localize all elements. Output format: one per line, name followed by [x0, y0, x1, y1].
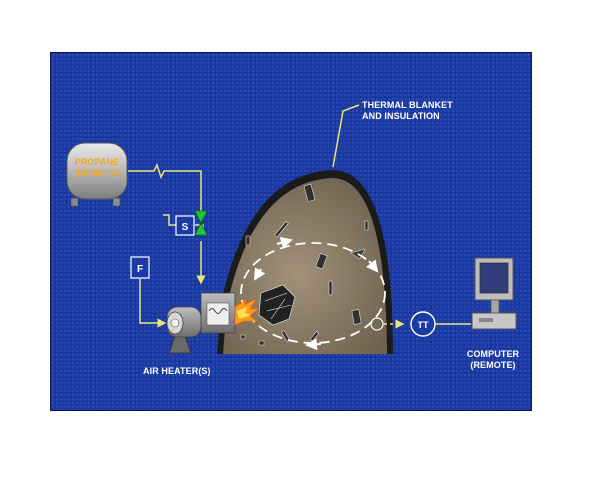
- propane-tank: [66, 142, 128, 207]
- thermal-blanket-line-1: THERMAL BLANKET: [362, 100, 453, 110]
- propane-supply-line: [128, 163, 202, 219]
- solenoid-box: [175, 215, 195, 236]
- solenoid-wire: [163, 214, 177, 226]
- debris: [240, 183, 369, 346]
- computer: [471, 257, 517, 330]
- air-heater: [166, 292, 236, 354]
- computer-label: COMPUTER (REMOTE): [463, 349, 523, 371]
- thermal-blanket-label: THERMAL BLANKET AND INSULATION: [362, 100, 453, 122]
- propane-line-2: (REMOTE): [74, 168, 120, 178]
- computer-line-2: (REMOTE): [470, 360, 516, 370]
- solenoid-label: S: [182, 222, 189, 233]
- flow-label: F: [137, 264, 143, 275]
- blanket-leader-line: [332, 104, 360, 168]
- propane-line-1: PROPANE: [74, 157, 120, 167]
- flow-box: [130, 256, 150, 279]
- temperature-sensor: [370, 317, 384, 331]
- process-diagram: S F TT: [66, 104, 517, 354]
- diagram-panel: S F TT THERMAL BLANKET AND INSULATION PR…: [50, 52, 532, 411]
- circulation-arrow-top: [276, 236, 293, 249]
- computer-line-1: COMPUTER: [466, 349, 520, 359]
- gas-valve: [194, 210, 208, 236]
- material-mound: [223, 178, 387, 354]
- circulation-arrow-right: [366, 259, 379, 273]
- flow-line: [139, 279, 167, 328]
- air-heater-label: AIR HEATER(S): [143, 366, 211, 376]
- flame-icon: [234, 298, 260, 326]
- propane-label: PROPANE (REMOTE): [67, 157, 127, 179]
- burning-debris: [258, 284, 296, 326]
- tt-label: TT: [418, 320, 429, 330]
- circulation-arrow-left: [253, 267, 266, 281]
- circulation-arrow-bottom: [305, 338, 322, 351]
- thermal-blanket-line-2: AND INSULATION: [362, 111, 440, 121]
